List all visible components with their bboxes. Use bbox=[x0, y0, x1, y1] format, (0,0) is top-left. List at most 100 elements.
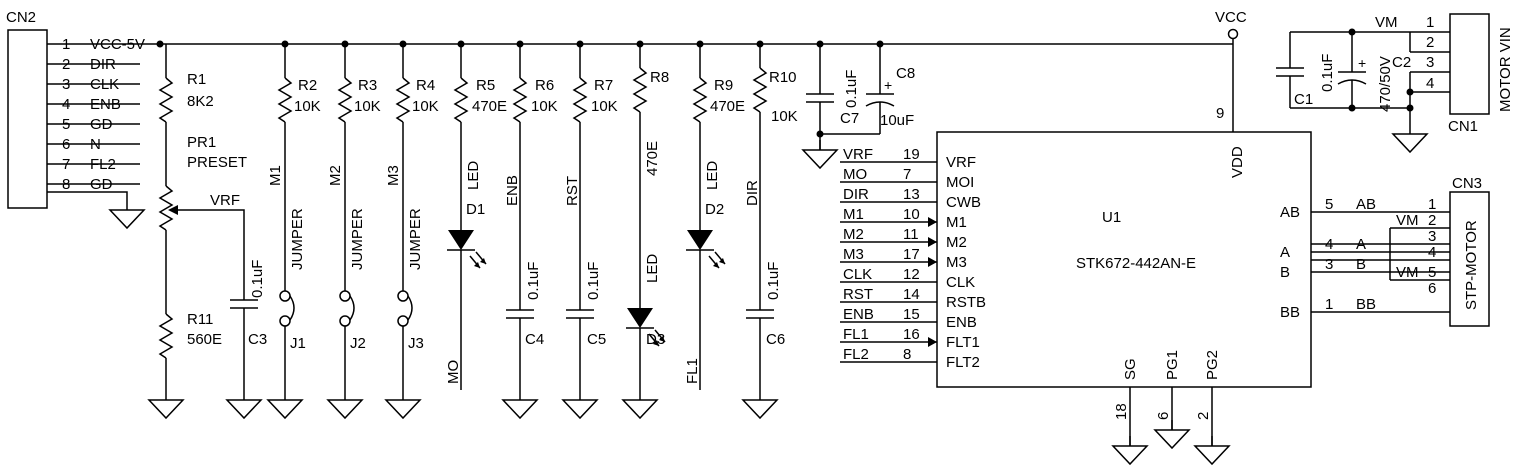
cn3-pin-net: VM bbox=[1396, 264, 1419, 281]
cn1-pin-number: 4 bbox=[1426, 75, 1434, 92]
pin-net-label: BB bbox=[1356, 296, 1376, 313]
ground-symbol bbox=[1112, 435, 1148, 465]
r1-value: 8K2 bbox=[187, 93, 214, 110]
cn2-pin-number: 7 bbox=[62, 156, 70, 173]
r2-ref: R2 bbox=[298, 77, 317, 94]
pin-arrow bbox=[928, 217, 937, 227]
pin-net-label: DIR bbox=[843, 186, 869, 203]
pin-name: FLT1 bbox=[946, 334, 980, 351]
vcc-rail: VCC bbox=[156, 9, 1247, 132]
cn1-pin-number: 2 bbox=[1426, 34, 1434, 51]
ground-symbol bbox=[327, 389, 363, 419]
connector-cn1: MOTOR VIN CN1 VM 1 2 3 4 C1 0.1uF + C2 4… bbox=[1276, 13, 1514, 153]
pin-number: 19 bbox=[903, 146, 920, 163]
pin-name: B bbox=[1280, 264, 1290, 281]
pin-number: 17 bbox=[903, 246, 920, 263]
c2-ref: C2 bbox=[1392, 54, 1411, 71]
r6-ref: R6 bbox=[535, 77, 554, 94]
pin-name: AB bbox=[1280, 204, 1300, 221]
r5-value: 470E bbox=[472, 98, 507, 115]
ground-symbol bbox=[109, 199, 145, 229]
pin-number: 11 bbox=[903, 226, 919, 243]
pin-net-label: FL2 bbox=[843, 346, 869, 363]
r6-value: 10K bbox=[531, 98, 558, 115]
pin-number: 15 bbox=[903, 306, 920, 323]
cn3-pin-number: 5 bbox=[1428, 264, 1436, 281]
pin-net-label: M1 bbox=[843, 206, 864, 223]
cn1-label: MOTOR VIN bbox=[1497, 27, 1514, 112]
c4-ref: C4 bbox=[525, 331, 544, 348]
pin-net-label: VRF bbox=[843, 146, 873, 163]
led-d1-branch: R5 470E LED D1 MO bbox=[445, 44, 507, 390]
pin-net-label: MO bbox=[843, 166, 867, 183]
rst-rc: R7 10K RST 0.1uF C5 bbox=[562, 44, 618, 419]
cn2-body bbox=[7, 29, 48, 209]
cn2-pin-row: 1 VCC-5V bbox=[47, 36, 160, 53]
pin-net-label: CLK bbox=[843, 266, 872, 283]
pin-arrow bbox=[928, 257, 937, 267]
fl1-net-label: FL1 bbox=[684, 358, 701, 384]
reference-divider: R1 8K2 PR1 PRESET VRF R11 560E 0.1uF C3 bbox=[148, 44, 267, 419]
cn2-pin-row: 4 ENB bbox=[47, 96, 140, 113]
r5-ref: R5 bbox=[476, 77, 495, 94]
vcc-terminal bbox=[1227, 28, 1239, 40]
m2-net-label: M2 bbox=[327, 165, 344, 186]
cn2-pin-row: 5 GD bbox=[47, 116, 140, 133]
rst-net-label: RST bbox=[564, 176, 581, 206]
cn3-pin-row: 2VM bbox=[1390, 212, 1450, 229]
j2-label: JUMPER bbox=[349, 208, 366, 270]
ground-symbol bbox=[562, 389, 598, 419]
pin-number: 13 bbox=[903, 186, 920, 203]
pin-name: RSTB bbox=[946, 294, 986, 311]
cn2-pin-number: 3 bbox=[62, 76, 70, 93]
pin-name: MOI bbox=[946, 174, 974, 191]
pin-number: 6 bbox=[1155, 412, 1172, 420]
r9-value: 470E bbox=[710, 98, 745, 115]
j1-label: JUMPER bbox=[289, 208, 306, 270]
c8-ref: C8 bbox=[896, 65, 915, 82]
r7-value: 10K bbox=[591, 98, 618, 115]
cn2-pin-row: 8 GD bbox=[47, 176, 140, 193]
ground-symbol bbox=[502, 389, 538, 419]
pin-name: M1 bbox=[946, 214, 967, 231]
vm-label: VM bbox=[1375, 14, 1398, 31]
cn2-pin-number: 5 bbox=[62, 116, 70, 133]
pin-net-label: B bbox=[1356, 256, 1366, 273]
r8-ref: R8 bbox=[650, 69, 669, 86]
cn1-body bbox=[1449, 13, 1490, 115]
ic-part-number: STK672-442AN-E bbox=[1076, 255, 1196, 272]
pin-name: FLT2 bbox=[946, 354, 980, 371]
j1-ref: J1 bbox=[290, 335, 306, 352]
pin-name: SG bbox=[1122, 358, 1139, 380]
pin-name: BB bbox=[1280, 304, 1300, 321]
c3-value: 0.1uF bbox=[249, 260, 266, 298]
led-d2 bbox=[687, 230, 713, 250]
cn2-pin-row: 7 FL2 bbox=[47, 156, 140, 173]
cn1-pin-number: 1 bbox=[1426, 14, 1434, 31]
cn3-pin-number: 6 bbox=[1428, 280, 1436, 297]
pin-number: 1 bbox=[1325, 296, 1333, 313]
cn2-pin-number: 2 bbox=[62, 56, 70, 73]
cn2-pin-net: N bbox=[90, 136, 101, 153]
d3-ref: D3 bbox=[646, 331, 665, 348]
pin-number: 2 bbox=[1195, 412, 1212, 420]
d2-label: LED bbox=[704, 161, 721, 190]
vcc-decoupling: 0.1uF C7 + C8 10uF bbox=[802, 44, 915, 169]
j3-label: JUMPER bbox=[407, 208, 424, 270]
pin-arrow bbox=[928, 337, 937, 347]
led-d1 bbox=[448, 230, 474, 250]
pin-number: 3 bbox=[1325, 256, 1333, 273]
cn3-body bbox=[1449, 191, 1490, 327]
ground-symbol bbox=[1392, 123, 1428, 153]
c4-value: 0.1uF bbox=[525, 262, 542, 300]
